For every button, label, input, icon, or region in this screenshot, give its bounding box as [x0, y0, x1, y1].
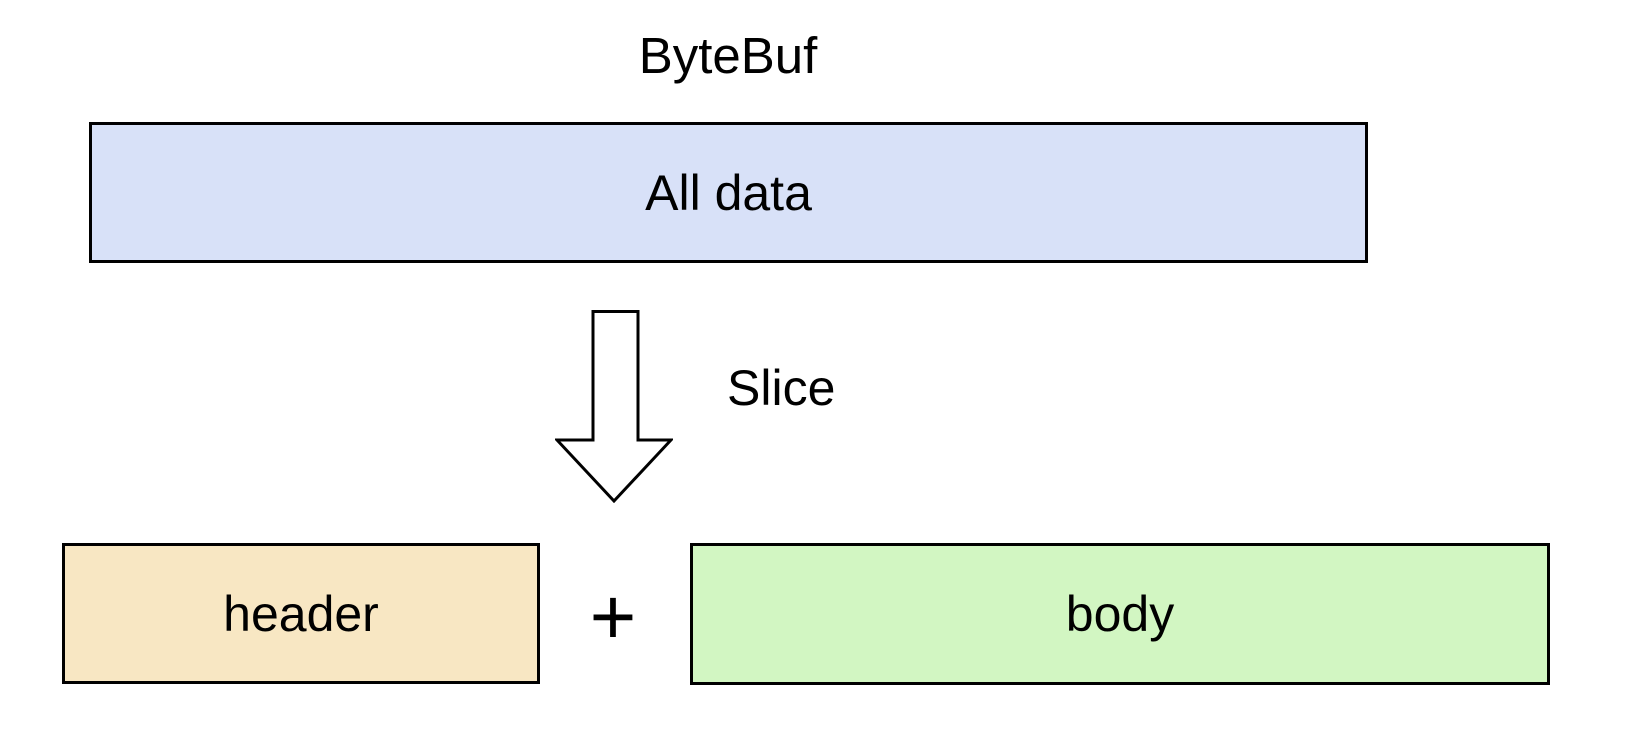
- down-arrow-icon: [555, 310, 673, 503]
- all-data-box: All data: [89, 122, 1368, 263]
- body-label: body: [1065, 586, 1175, 642]
- header-label: header: [223, 585, 379, 642]
- header-box: header: [62, 543, 540, 684]
- slice-operation-label: Slice: [727, 360, 836, 416]
- diagram-title: ByteBuf: [638, 27, 818, 84]
- all-data-label: All data: [645, 164, 812, 221]
- plus-operator: +: [589, 572, 637, 661]
- body-box: body: [690, 543, 1550, 685]
